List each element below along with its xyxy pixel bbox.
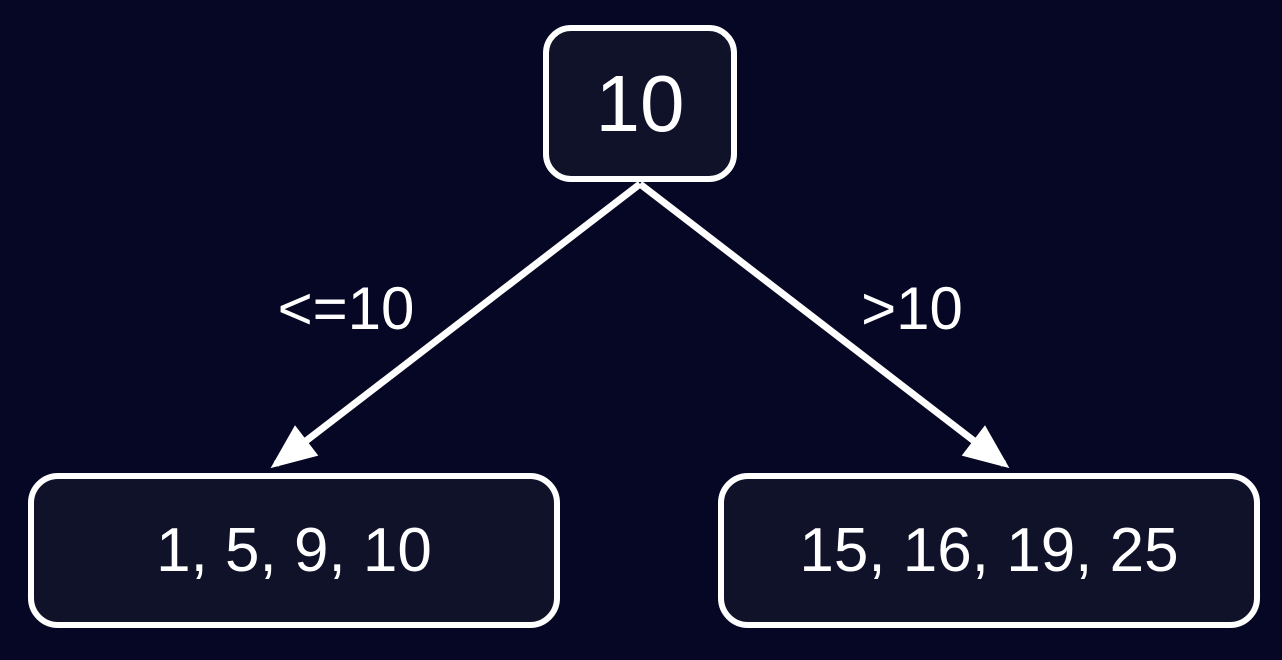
root-node-label: 10 bbox=[595, 58, 685, 148]
leaf-node-right: 15, 16, 19, 25 bbox=[718, 473, 1260, 628]
edge-left-label: <=10 bbox=[277, 275, 415, 342]
leaf-node-right-label: 15, 16, 19, 25 bbox=[799, 516, 1179, 585]
edge-left-arrow bbox=[270, 181, 643, 469]
root-node: 10 bbox=[543, 25, 737, 182]
edge-right-label: >10 bbox=[861, 275, 963, 342]
leaf-node-left: 1, 5, 9, 10 bbox=[28, 473, 560, 628]
leaf-node-left-label: 1, 5, 9, 10 bbox=[156, 516, 432, 585]
edge-right-arrow bbox=[637, 181, 1010, 469]
